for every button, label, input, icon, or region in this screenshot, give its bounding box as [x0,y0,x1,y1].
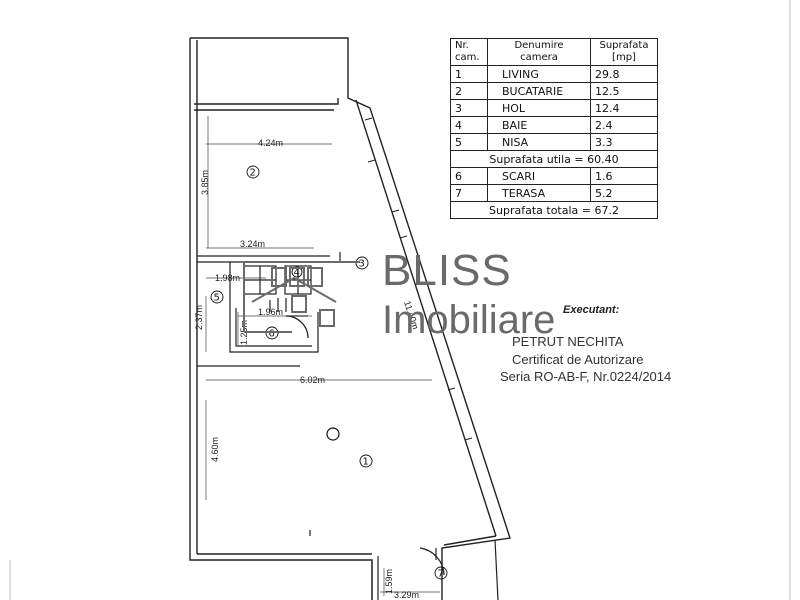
watermark-house-logo [243,261,360,333]
dim-niche-height: 2.37m [194,305,204,330]
dim-niche-width: 1.98m [215,273,240,283]
ceiling-light-symbol [326,427,340,441]
dimension-lines [205,116,440,596]
room-markers: 1 2 3 4 5 6 7 [210,165,448,580]
room-marker-4-label: 4 [294,268,300,279]
dim-terrace-width: 3.29m [394,590,419,600]
room-marker-5-label: 5 [214,293,220,304]
room-marker-3-label: 3 [359,259,365,270]
room-marker-1-label: 1 [363,457,369,468]
room-marker-7 [434,566,448,580]
useful-area-row: Suprafata utila = 60.40 [450,150,658,168]
slanted-wall-segments [364,117,473,441]
dim-hall-width: 3.24m [240,239,265,249]
executant-serie: Seria RO-AB-F, Nr.0224/2014 [500,369,672,384]
dim-kitchen-width: 4.24m [258,138,283,148]
room-marker-5 [210,290,224,304]
watermark-subtitle: Imobiliare [382,298,556,342]
dim-terrace-height: 1.59m [384,569,394,594]
header-area: Suprafata[mp] [590,38,658,66]
dim-living-width: 6.02m [300,375,325,385]
total-area-row: Suprafata totala = 67.2 [450,201,658,219]
executant-certificate: Certificat de Autorizare [512,352,644,367]
dim-living-height: 4.60m [210,437,220,462]
terrace-outline [371,539,499,600]
interior-walls [197,252,341,536]
executant-label: Executant: [563,304,620,316]
room-marker-1 [359,454,373,468]
executant-name: PETRUT NECHITA [512,334,624,349]
dim-stairs-width: 1.96m [258,307,283,317]
header-nr: Nr.cam. [450,38,488,66]
bliss-imobiliare-watermark: BLISS Imobiliare [232,246,572,350]
room-marker-2-label: 2 [250,168,256,179]
outer-walls [189,37,511,600]
dim-kitchen-height: 3.85m [200,170,210,195]
room-marker-2 [246,165,260,179]
room-marker-7-label: 7 [438,569,444,580]
room-marker-6-label: 6 [269,329,275,340]
watermark-brand: BLISS [382,246,512,295]
